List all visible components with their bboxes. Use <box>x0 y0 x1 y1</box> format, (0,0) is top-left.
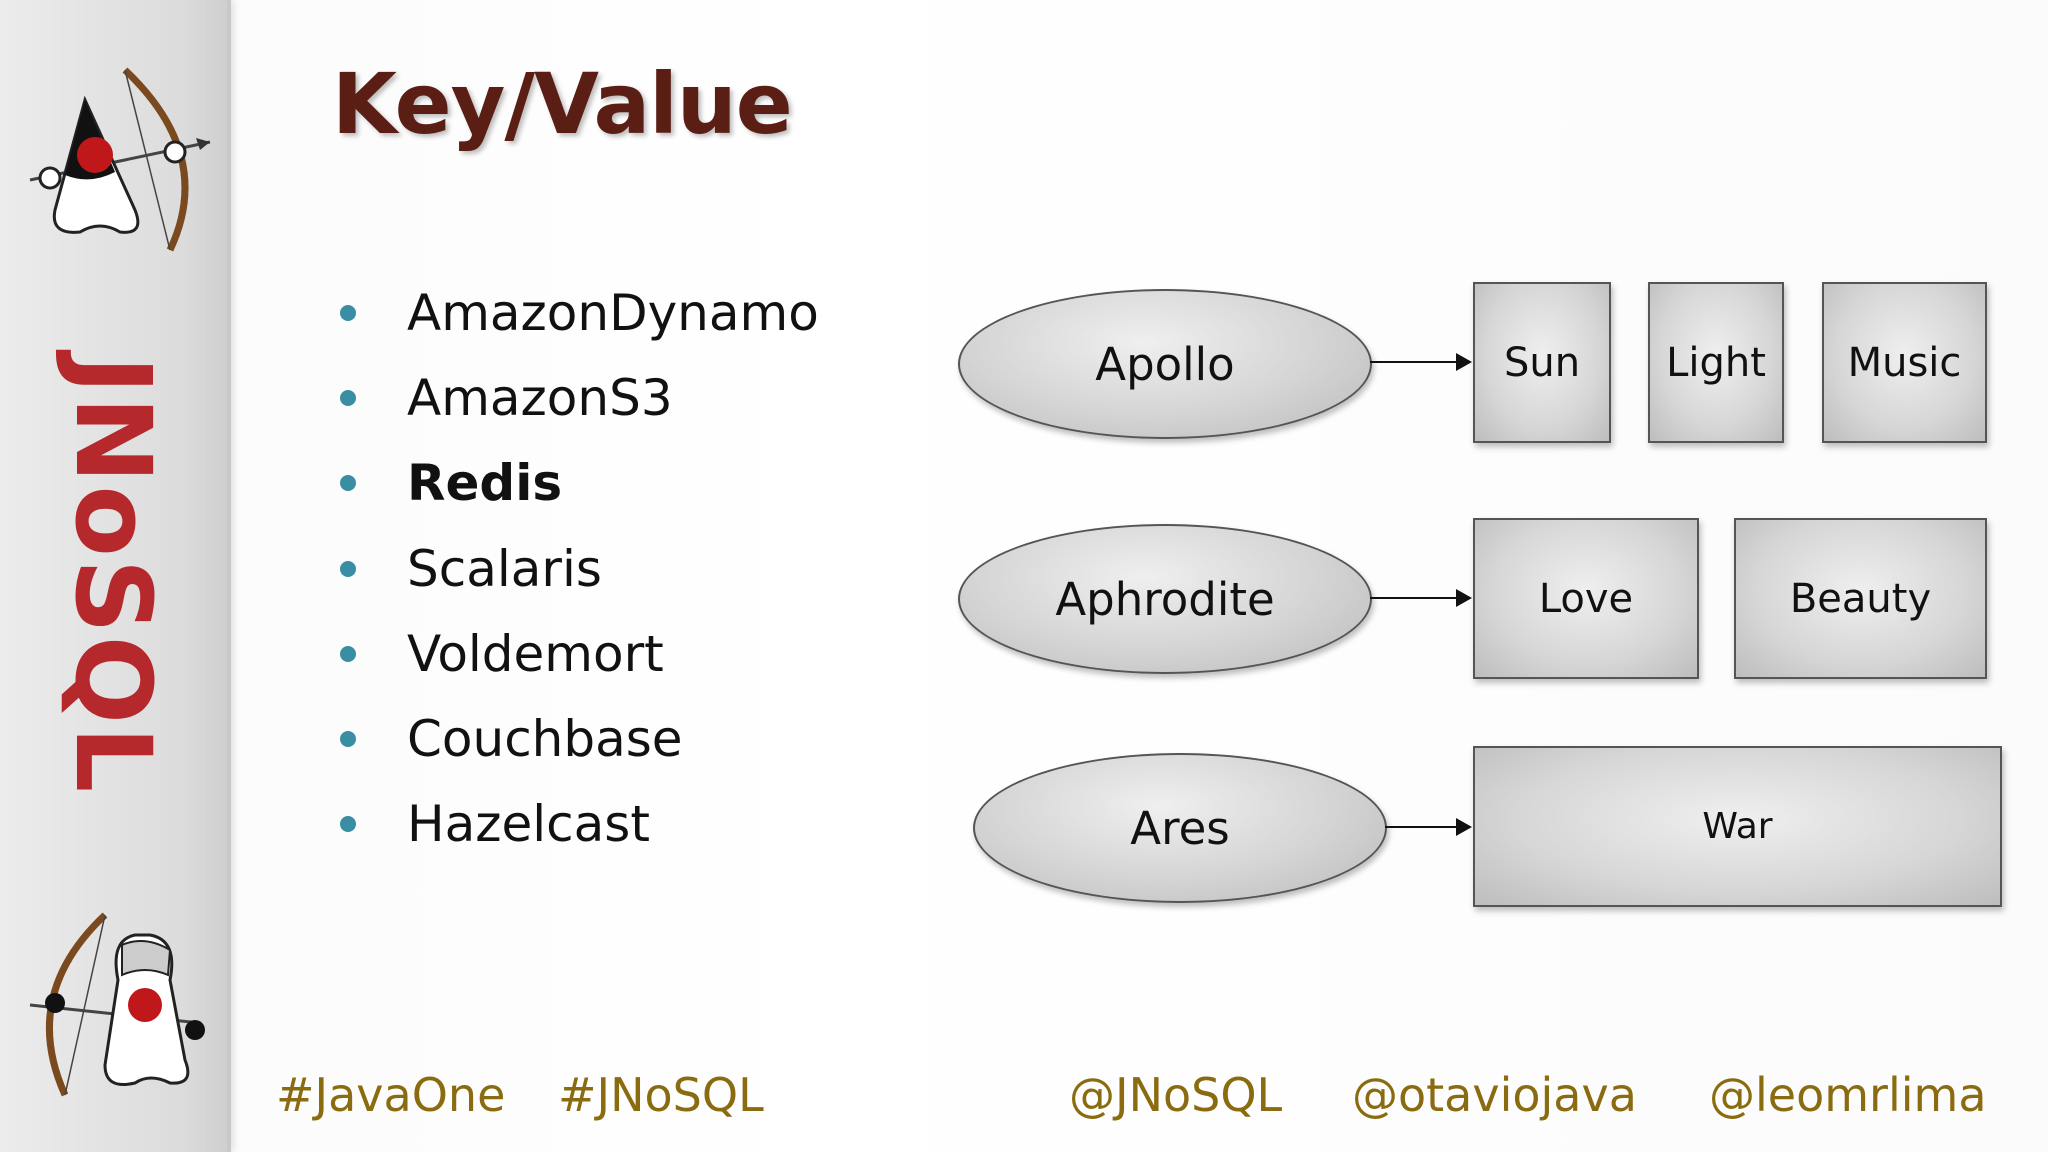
sidebar: JNoSQL <box>0 0 231 1152</box>
list-item-label: Couchbase <box>407 710 683 769</box>
arrow-apollo <box>1370 353 1472 371</box>
bullet-icon <box>340 304 356 321</box>
arrow-ares <box>1385 818 1472 836</box>
bullet-icon <box>340 560 356 577</box>
key-ellipse-apollo: Apollo <box>958 289 1372 439</box>
database-list: AmazonDynamo AmazonS3 Redis Scalaris Vol… <box>340 270 819 867</box>
value-box-love: Love <box>1473 518 1699 679</box>
bullet-icon <box>340 645 356 662</box>
footer-handle-leomrlima: @leomrlima <box>1709 1068 1987 1122</box>
bullet-icon <box>340 389 356 406</box>
list-item: Redis <box>340 441 819 526</box>
value-box-music: Music <box>1822 282 1987 443</box>
footer-hashtag-javaone: #JavaOne <box>276 1068 506 1122</box>
duke-knight-archer-mascot-icon <box>29 912 205 1097</box>
key-ellipse-ares: Ares <box>973 753 1387 903</box>
list-item: AmazonDynamo <box>340 270 819 355</box>
footer-handle-otaviojava: @otaviojava <box>1352 1068 1637 1122</box>
arrow-aphrodite <box>1370 589 1472 607</box>
key-ellipse-aphrodite: Aphrodite <box>958 524 1372 674</box>
list-item: Hazelcast <box>340 782 819 867</box>
bullet-icon <box>340 475 356 492</box>
list-item: AmazonS3 <box>340 355 819 440</box>
footer-hashtag-jnosql: #JNoSQL <box>558 1068 764 1122</box>
bullet-icon <box>340 731 356 748</box>
list-item-label: AmazonDynamo <box>407 283 819 342</box>
list-item-label: Voldemort <box>407 624 664 683</box>
value-box-beauty: Beauty <box>1734 518 1987 679</box>
list-item: Scalaris <box>340 526 819 611</box>
list-item: Voldemort <box>340 611 819 696</box>
value-box-war: War <box>1473 746 2002 907</box>
duke-archer-mascot-icon <box>29 67 211 252</box>
jnosql-logo: JNoSQL <box>52 355 174 795</box>
list-item-label: AmazonS3 <box>407 368 673 427</box>
value-box-sun: Sun <box>1473 282 1611 443</box>
value-box-light: Light <box>1648 282 1784 443</box>
list-item-label: Scalaris <box>407 539 602 598</box>
list-item: Couchbase <box>340 696 819 781</box>
slide-title: Key/Value <box>332 55 793 153</box>
footer-handle-jnosql: @JNoSQL <box>1069 1068 1283 1122</box>
list-item-label: Hazelcast <box>407 795 650 854</box>
bullet-icon <box>340 816 356 833</box>
list-item-label: Redis <box>407 454 563 513</box>
